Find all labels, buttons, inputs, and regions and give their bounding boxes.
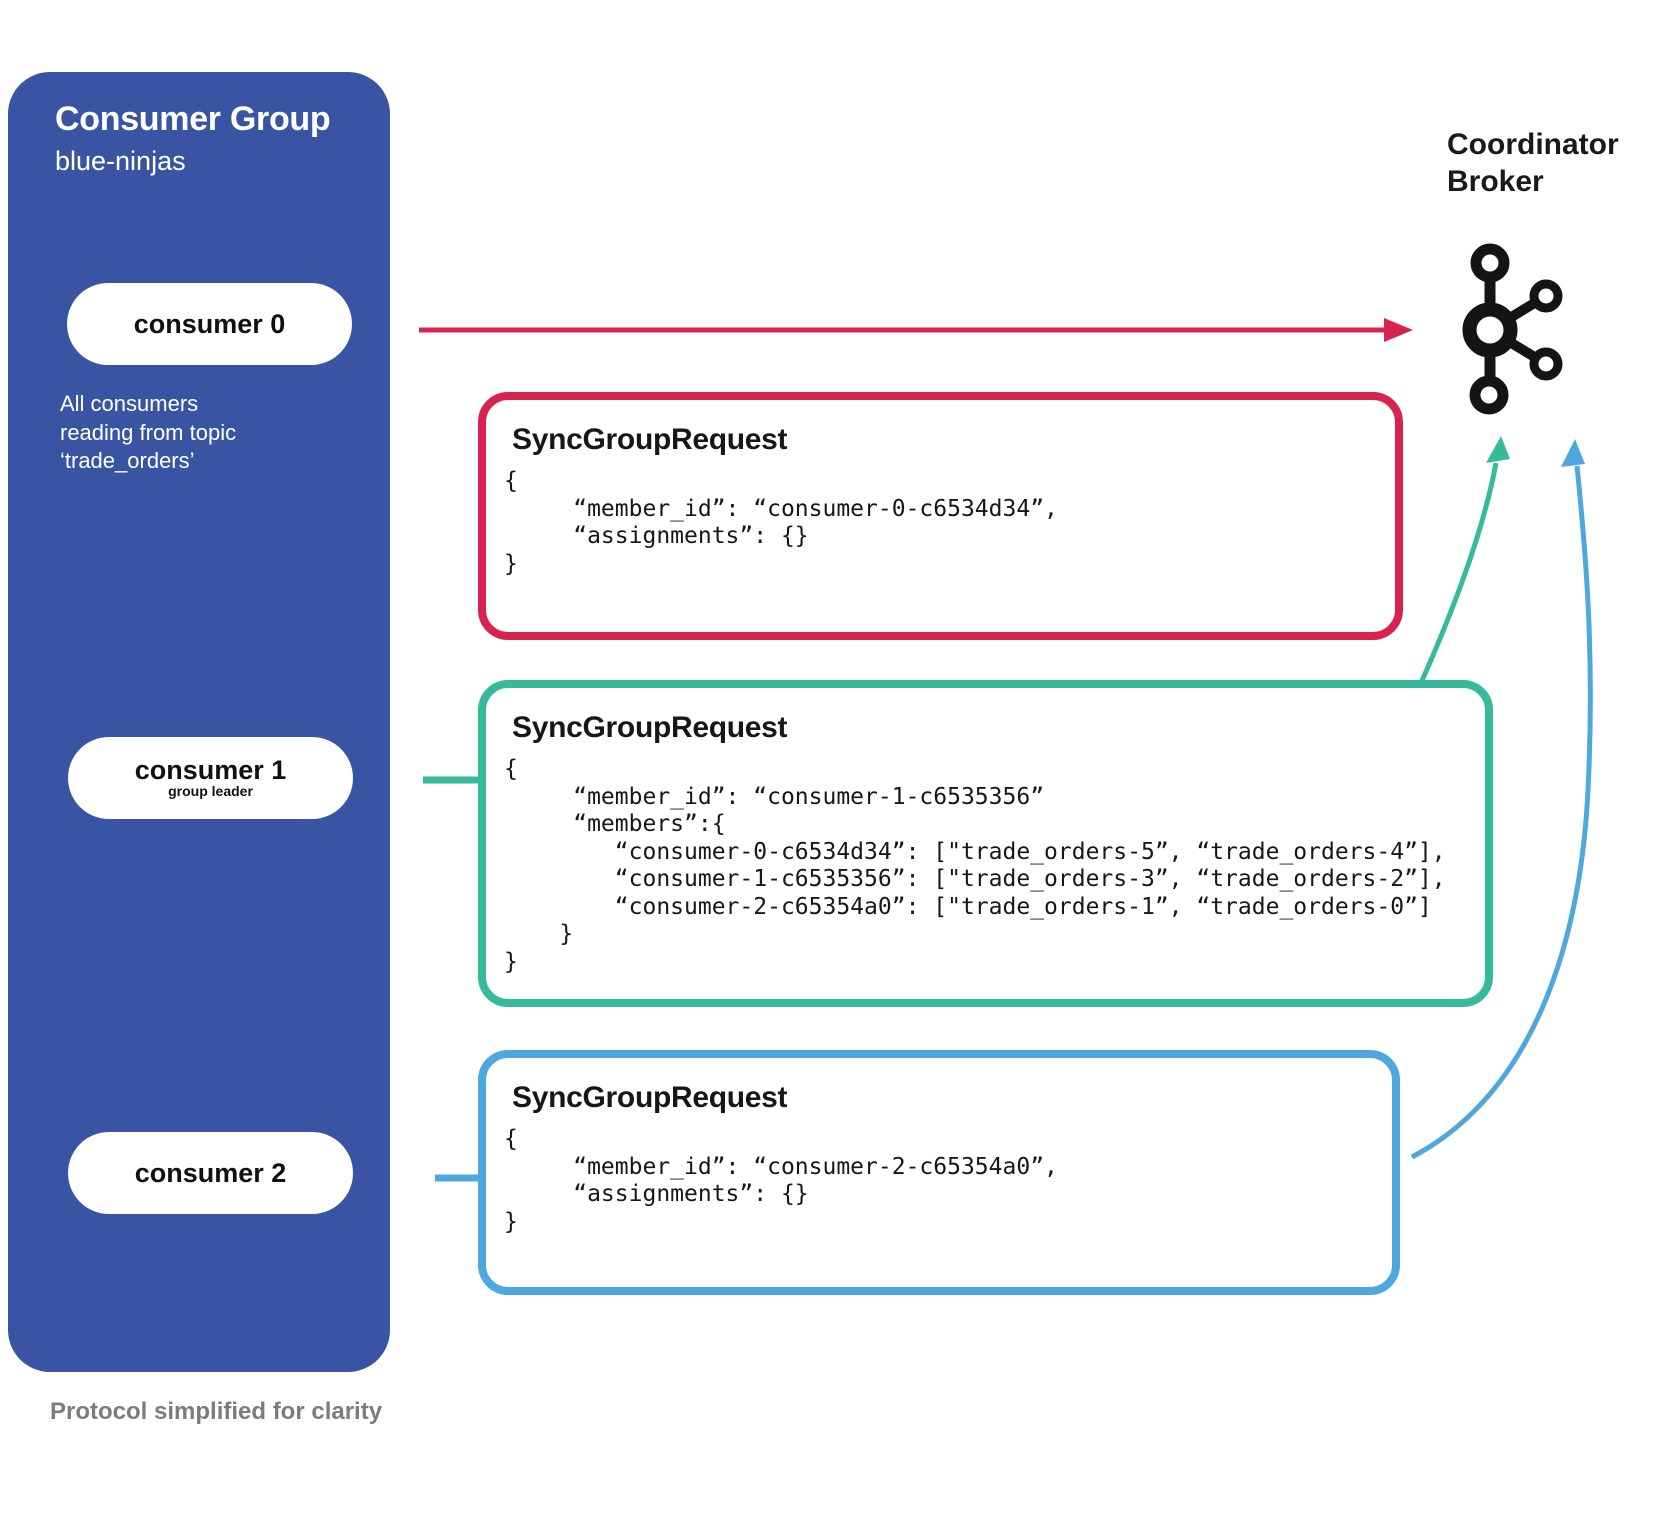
sync-group-request-title: SyncGroupRequest — [512, 1081, 788, 1114]
consumer-1-label: consumer 1 — [134, 755, 287, 785]
arrow-consumer0-to-broker — [419, 318, 1413, 342]
consumer-0-label: consumer 0 — [133, 308, 286, 339]
coordinator-broker-label: Coordinator Broker — [1447, 126, 1619, 200]
sync-group-request-code: { “member_id”: “consumer-0-c6534d34”, “a… — [504, 468, 1058, 577]
consumer-0-pill: consumer 0 — [67, 283, 352, 365]
sync-group-request-title: SyncGroupRequest — [512, 423, 788, 456]
sync-group-request-title: SyncGroupRequest — [512, 711, 788, 744]
sync-group-request-code: { “member_id”: “consumer-1-c6535356” “me… — [504, 756, 1446, 975]
coordinator-broker-label-line1: Coordinator — [1447, 128, 1619, 161]
consumer-1-pill: consumer 1 group leader — [68, 737, 353, 819]
arrow-leader-request-to-broker — [1418, 436, 1510, 685]
consumer-group-title: Consumer Group — [55, 100, 331, 138]
consumer-group-name: blue-ninjas — [55, 146, 186, 176]
coordinator-broker-label-line2: Broker — [1447, 165, 1544, 198]
consumer-group-note: All consumers reading from topic ‘trade_… — [60, 391, 237, 473]
sync-group-request-consumer0-box: SyncGroupRequest { “member_id”: “consume… — [478, 392, 1403, 640]
sync-group-request-consumer2-box: SyncGroupRequest { “member_id”: “consume… — [478, 1050, 1400, 1295]
sync-group-request-consumer1-box: SyncGroupRequest { “member_id”: “consume… — [478, 680, 1493, 1007]
consumer-group-panel: Consumer Group blue-ninjas consumer 0 Al… — [8, 72, 390, 1372]
footnote: Protocol simplified for clarity — [50, 1398, 383, 1425]
consumer-1-sublabel: group leader — [168, 783, 253, 799]
consumer-2-pill: consumer 2 — [68, 1132, 353, 1214]
consumer-2-label: consumer 2 — [134, 1157, 287, 1188]
sync-group-request-code: { “member_id”: “consumer-2-c65354a0”, “a… — [504, 1126, 1058, 1235]
